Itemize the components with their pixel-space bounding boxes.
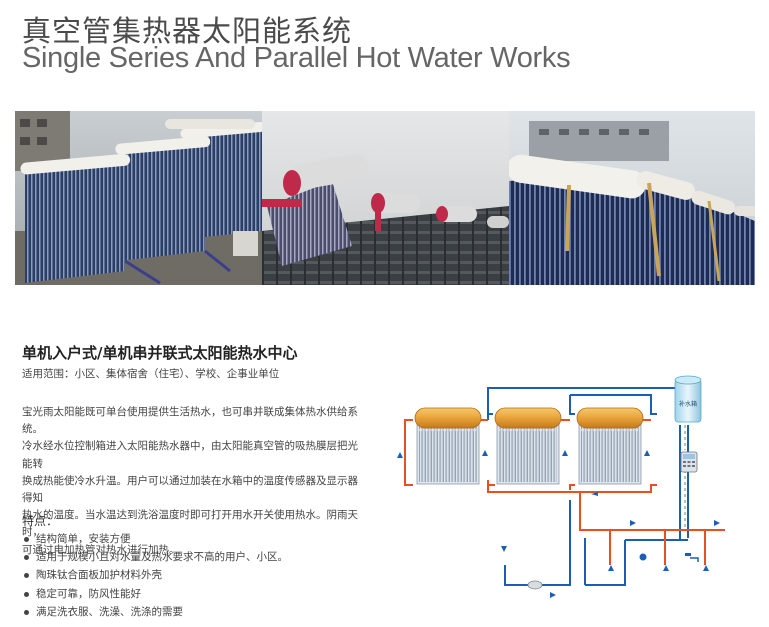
controller-icon [680,451,698,473]
makeup-tank-label: 补水箱 [679,400,697,408]
page-title-en: Single Series And Parallel Hot Water Wor… [22,42,571,74]
section-title: 单机入户式/单机串并联式太阳能热水中心 [22,344,298,362]
description-line: 热水的温度。当水温达到洗浴温度时即可打开用水开关使用热水。阴雨天时， [22,509,358,539]
feature-item: 满足洗衣服、洗澡、洗涤的需要 [22,603,288,621]
feature-item: 稳定可靠，防风性能好 [22,585,288,603]
hot-water-pipes [404,419,725,565]
photo-large-array [509,111,755,285]
description-line: 换成热能使冷水升温。用户可以通过加装在水箱中的温度传感器及显示器得知 [22,474,358,505]
feature-item: 适用于规模小且对水量及热水要求不高的用户、小区。 [22,548,288,566]
flow-arrows [397,450,720,598]
pump-icon [527,580,543,590]
description-line: 宝光雨太阳能既可单台使用提供生活热水，也可串并联成集体热水供给系统。 [22,406,358,436]
description-line: 可通过电加热管对热水进行加热。 [22,543,180,556]
feature-item: 陶珠钛合面板加护材料外壳 [22,566,288,584]
makeup-water-tank: 补水箱 [674,375,702,423]
photo-strip [15,111,755,285]
collector-3 [576,407,644,485]
system-diagram: 补水箱 [385,370,765,624]
valve-icon [639,553,699,562]
features-title: 特点： [22,514,59,528]
feature-item: 结构简单，安装方便 [22,530,288,548]
system-description: 宝光雨太阳能既可单台使用提供生活热水，也可串并联成集体热水供给系统。 冷水经水位… [22,404,367,559]
application-scope: 适用范围：小区、集体宿舍（住宅）、学校、企事业单位 [22,368,280,380]
page-title-cn: 真空管集热器太阳能系统 [22,14,353,48]
photo-rooftop-collectors [15,111,262,285]
features-list: 结构简单，安装方便 适用于规模小且对水量及热水要求不高的用户、小区。 陶珠钛合面… [22,530,288,621]
photo-tiled-roof-heaters [262,111,509,285]
description-line: 冷水经水位控制箱进入太阳能热水器中，由太阳能真空管的吸热膜层把光能转 [22,440,358,470]
collector-2 [494,407,562,485]
collector-1 [414,407,482,485]
